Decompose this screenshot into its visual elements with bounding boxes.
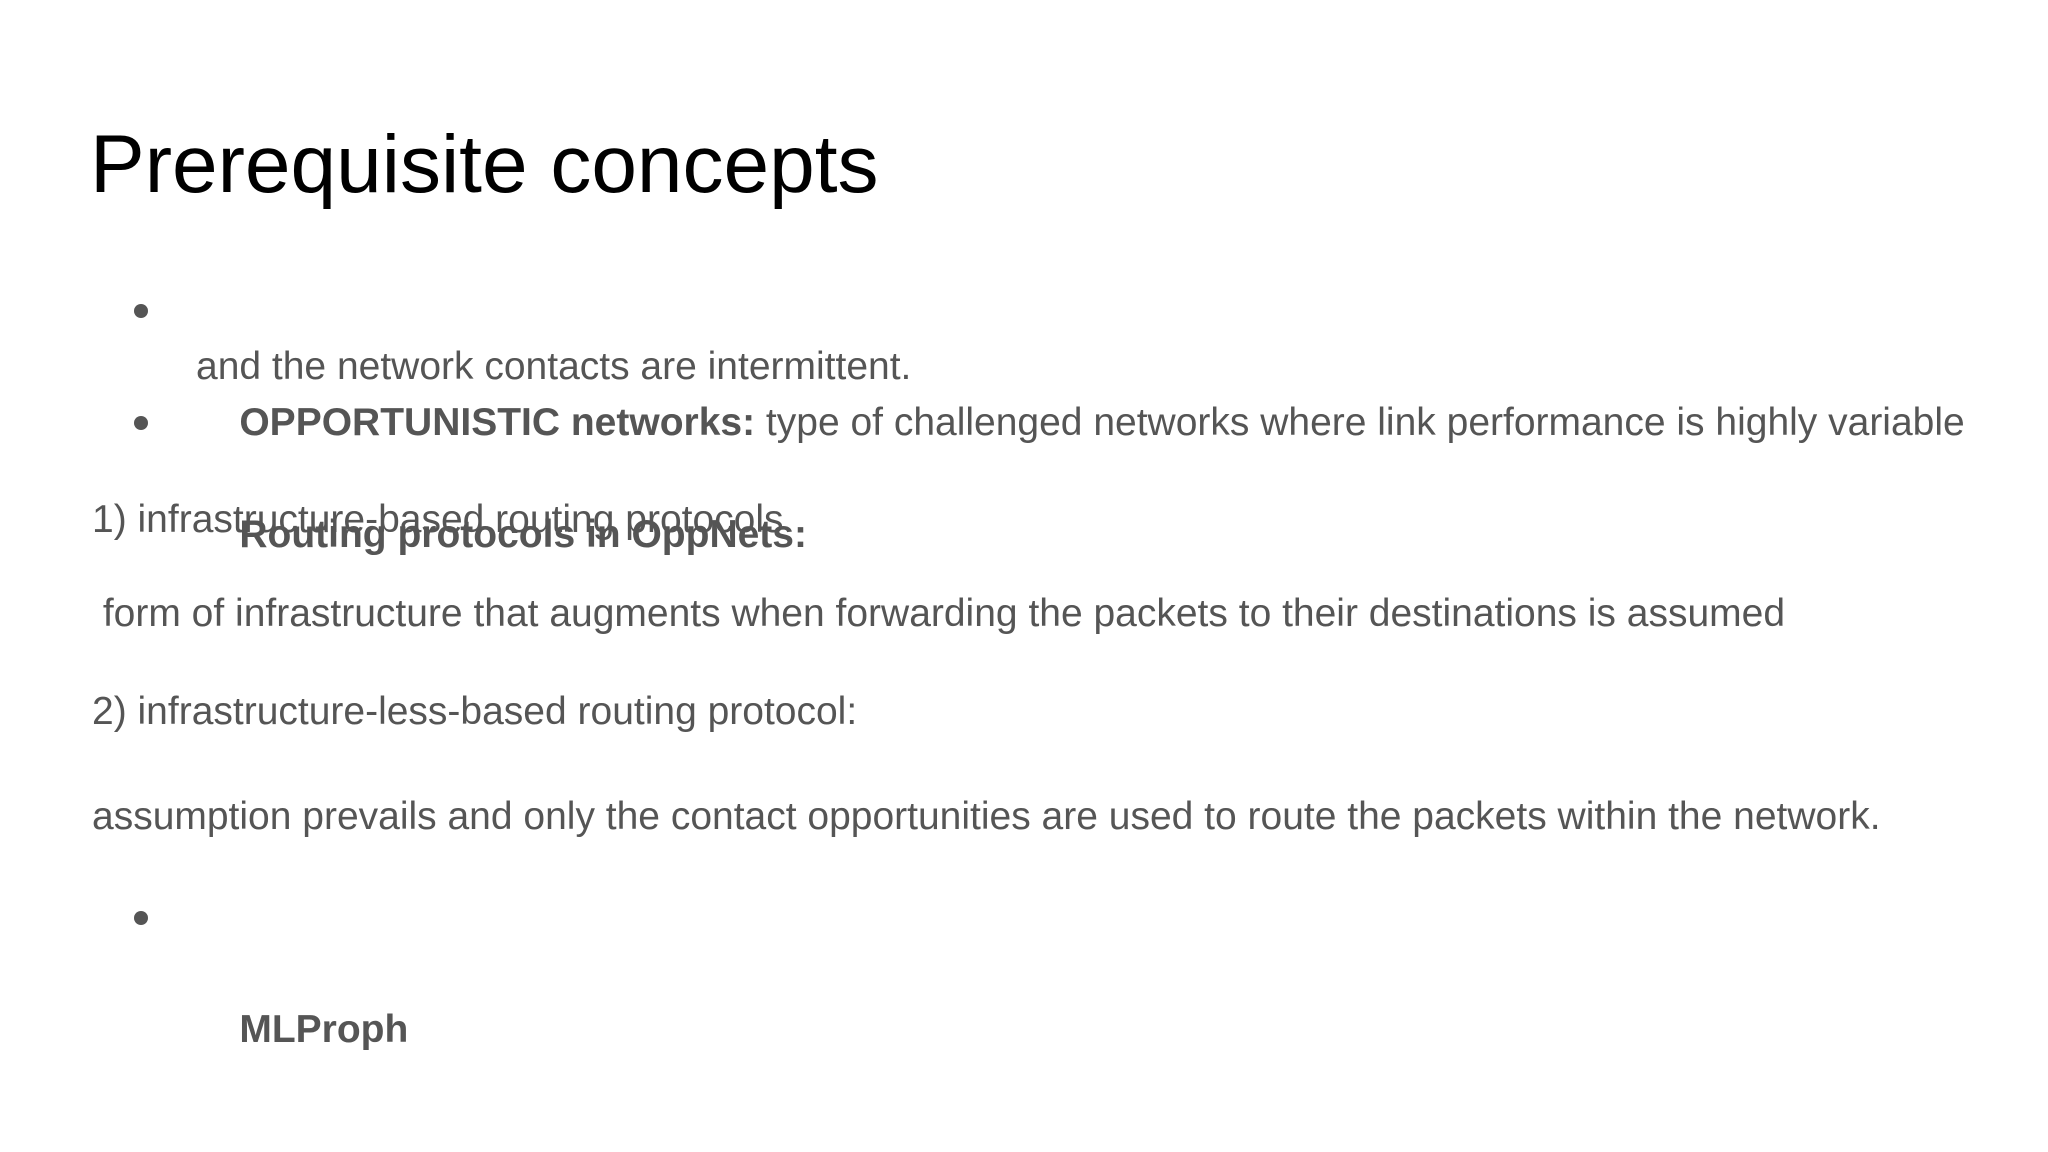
bullet-item-routing-protocols: Routing protocols in OppNets:: [92, 395, 807, 619]
paragraph-form-of-infrastructure: form of infrastructure that augments whe…: [92, 592, 1786, 635]
bullet-dot: [134, 911, 148, 925]
paragraph-infrastructure-less: 2) infrastructure-less-based routing pro…: [92, 690, 858, 733]
paragraph-assumption-prevails: assumption prevails and only the contact…: [92, 795, 1881, 838]
bullet-item-mlproph-label: MLProph: [239, 1008, 409, 1051]
bullet-item-opportunistic-line2: and the network contacts are intermitten…: [196, 345, 912, 388]
paragraph-infrastructure-based: 1) infrastructure-based routing protocol…: [92, 498, 784, 541]
bullet-item-mlproph: MLProph: [92, 890, 408, 1114]
bullet-dot: [134, 304, 148, 318]
slide-title: Prerequisite concepts: [90, 119, 879, 210]
bullet-item-opportunistic-bold-label: OPPORTUNISTIC networks:: [239, 401, 756, 444]
bullet-item-opportunistic-line1: OPPORTUNISTIC networks: type of challeng…: [92, 283, 1965, 507]
bullet-item-opportunistic-text: type of challenged networks where link p…: [755, 401, 1965, 444]
bullet-item-routing-protocols-label: Routing protocols in OppNets:: [239, 513, 807, 556]
bullet-dot: [134, 416, 148, 430]
